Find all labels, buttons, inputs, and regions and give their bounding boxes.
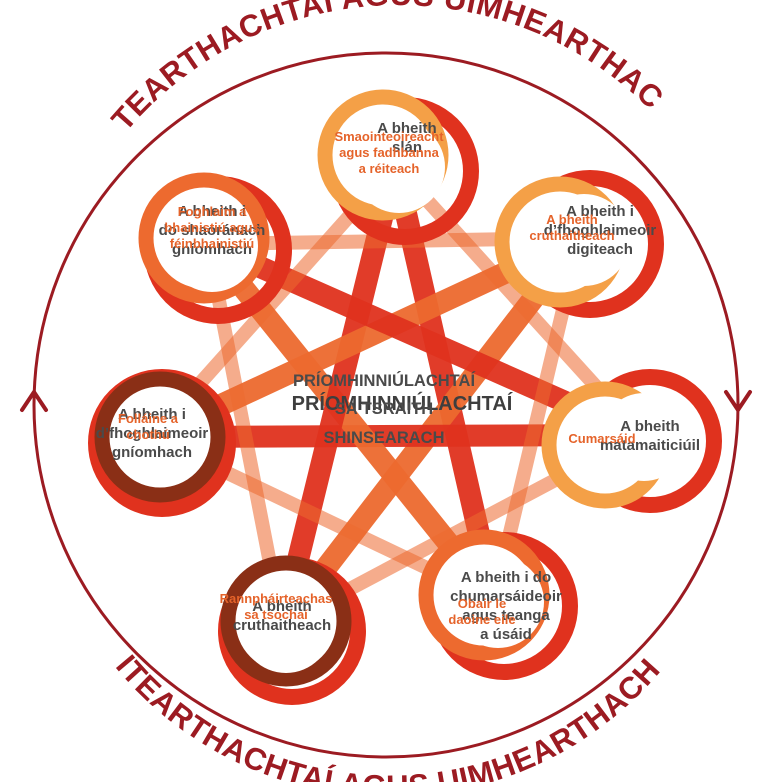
competency-label: gníomhach — [172, 241, 252, 258]
competency-label: A bheith i — [566, 203, 634, 220]
competency-label: A bheith — [252, 598, 311, 615]
node-loops — [88, 89, 722, 705]
competency-label: gníomhach — [112, 444, 192, 461]
competency-label: A bheith — [377, 120, 436, 137]
node-loop — [138, 172, 292, 324]
competency-left: A bheith i d’fhoghlaimeoir gníomhach Follái… — [96, 406, 209, 461]
center-line-2: SA TSRAITH — [335, 400, 433, 418]
competency-label-alt: A bheith — [546, 212, 598, 227]
competency-label-alt: Folláine a — [118, 411, 179, 426]
left-arrow-icon — [20, 390, 48, 412]
competency-lower-left: A bheith cruthaitheach Rannpháirteachassa … — [220, 591, 333, 634]
competency-label: chumarsáideoir — [450, 588, 562, 605]
competency-label-alt: féinbhainistiú — [170, 236, 255, 251]
node-loop — [418, 529, 578, 680]
competency-label-alt: Cumarsáid — [568, 431, 635, 446]
competency-label: cruthaitheach — [233, 617, 331, 634]
competency-label: d’fhoghlaimeoir — [544, 222, 657, 239]
center-line-3: SHINSEARACH — [323, 429, 444, 447]
loop-fill — [353, 121, 445, 213]
loop-fill — [166, 200, 258, 292]
loop-fill — [240, 581, 332, 673]
competency-label-alt: sa tsochaí — [244, 607, 308, 622]
competency-label-alt: chothú — [126, 427, 169, 442]
loop-fill — [538, 194, 630, 286]
node-loop — [88, 369, 236, 517]
competency-label: digiteach — [567, 241, 633, 258]
competency-label: A bheith i — [178, 203, 246, 220]
center-line-1: PRÍOMHINNIÚLACHTAÍ — [293, 371, 476, 390]
node-loop — [218, 555, 366, 705]
competency-label-alt: Foghlaim a — [178, 204, 247, 219]
competency-label: A bheith i do — [461, 569, 551, 586]
competency-label: agus teanga — [462, 607, 550, 624]
right-arrow-icon — [724, 390, 752, 412]
competency-label: A bheith i — [118, 406, 186, 423]
node-loop — [494, 170, 664, 318]
competency-label: do shaoránach — [159, 222, 266, 239]
competency-label-alt: daoine eile — [448, 612, 515, 627]
competency-label: d’fhoghlaimeoir — [96, 425, 209, 442]
competency-upper-left: A bheith i do shaoránach gníomhach Foghlaim… — [159, 203, 266, 258]
competency-upper-right: A bheith i d’fhoghlaimeoir digiteach A bhei… — [529, 203, 656, 258]
competency-label: matamaiticiúil — [600, 437, 700, 454]
loop-fill — [110, 393, 202, 485]
competency-label-alt: Smaointeoireacht — [334, 129, 444, 144]
competency-label-alt: a réiteach — [359, 161, 420, 176]
loop-fill — [452, 556, 544, 648]
loop-fill — [600, 393, 688, 481]
competency-lower-right: A bheith i do chumarsáideoir agus teanga a … — [448, 569, 562, 643]
outer-ring — [32, 51, 740, 759]
node-loop — [317, 89, 479, 245]
competency-label: a úsáid — [480, 626, 532, 643]
center-overlay: PRÍOMHINNIÚLACHTAÍ — [292, 391, 513, 415]
competency-label-alt: Obair le — [458, 596, 506, 611]
competency-label: slán — [392, 139, 422, 156]
competency-label: A bheith — [620, 418, 679, 435]
center-title: PRÍOMHINNIÚLACHTAÍ PRÍOMHINNIÚLACHTAÍ SA… — [292, 371, 513, 447]
node-loop — [541, 369, 722, 513]
competency-label-alt: Rannpháirteachas — [220, 591, 333, 606]
competency-label-alt: bhainistiú agus — [164, 220, 259, 235]
competency-label-alt: agus fadhbanna — [339, 145, 439, 160]
competency-label-alt: cruthaitheach — [529, 228, 614, 243]
